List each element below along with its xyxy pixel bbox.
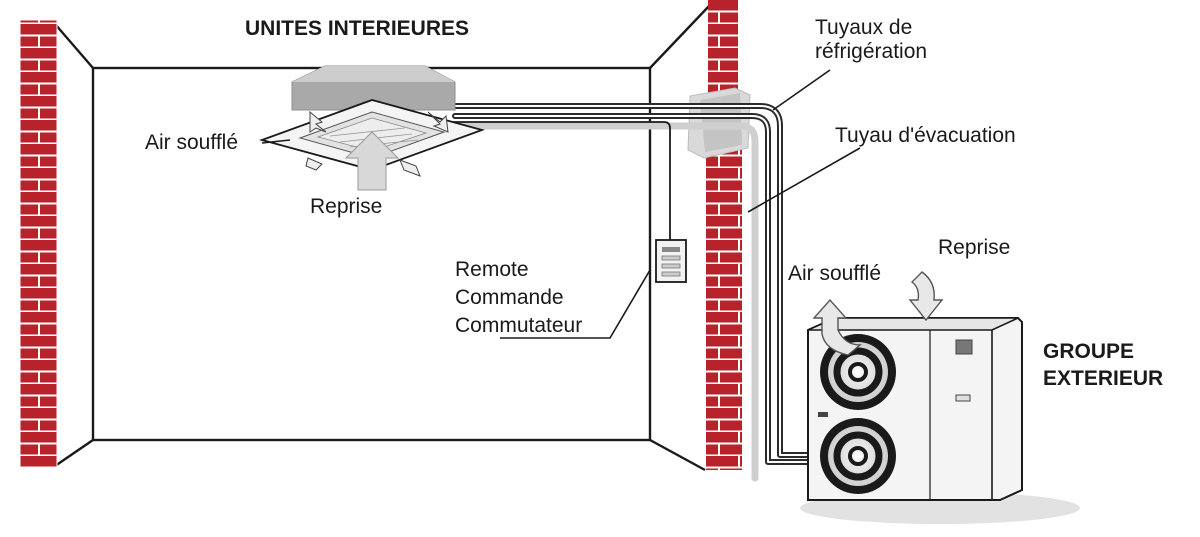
return-indoor-label: Reprise: [310, 195, 383, 218]
outdoor-unit-line-2: EXTERIEUR: [1043, 367, 1164, 390]
supply-flap-icon: [309, 110, 327, 133]
refrigeration-pipes-label: Tuyaux de réfrigération: [815, 16, 927, 64]
supply-flap-icon: [305, 157, 323, 171]
outdoor-display-icon: [955, 339, 973, 355]
return-air-arrow-outdoor: [908, 271, 944, 322]
supply-flap-icon: [427, 111, 449, 133]
indoor-cassette-unit: [259, 65, 485, 191]
refrigeration-pipes-line-2: réfrigération: [815, 40, 928, 63]
supply-air-outdoor-label: Air soufflé: [788, 262, 881, 285]
remote-label: Remote Commande Commutateur: [455, 256, 582, 340]
drain-pipe-label: Tuyau d'évacuation: [835, 124, 1016, 147]
remote-line-2: Commande: [455, 286, 564, 309]
fan-lower-icon: [820, 418, 896, 494]
leader-remote: [500, 269, 651, 339]
right-wall-lower: [706, 150, 742, 470]
room-edge-top-left: [54, 23, 94, 69]
outdoor-unit-line-1: GROUPE: [1043, 340, 1135, 363]
outdoor-handle-icon: [818, 412, 828, 417]
leader-supply-indoor: [261, 139, 291, 144]
supply-air-arrow-outdoor: [812, 298, 862, 356]
left-brick-wall: [19, 19, 58, 469]
leader-refrigeration: [772, 69, 831, 111]
return-air-arrow-indoor: [344, 131, 400, 191]
remote-cable: [440, 121, 671, 240]
outdoor-unit-title: GROUPE EXTERIEUR: [1043, 338, 1163, 392]
room-edge-bottom-right: [649, 438, 706, 472]
remote-line-3: Commutateur: [455, 314, 583, 337]
right-brick-wall: [706, 0, 742, 470]
room-edge-top-right: [649, 4, 711, 69]
remote-control-panel: [655, 239, 687, 283]
leader-drain: [747, 147, 861, 213]
drain-pipe: [446, 122, 759, 482]
refrigerant-pipes: [452, 103, 811, 465]
right-wall-upper: [708, 0, 738, 95]
room-edge-bottom-left: [54, 439, 94, 467]
remote-line-1: Remote: [455, 258, 529, 281]
supply-flap-icon: [399, 159, 421, 177]
outdoor-vent-icon: [955, 394, 971, 402]
refrigeration-pipes-line-1: Tuyaux de: [815, 16, 913, 39]
supply-air-indoor-label: Air soufflé: [145, 131, 238, 154]
outdoor-unit: [800, 271, 1080, 524]
leader-lines: [261, 69, 861, 339]
indoor-units-title: UNITES INTERIEURES: [245, 17, 470, 40]
return-outdoor-label: Reprise: [938, 236, 1011, 259]
